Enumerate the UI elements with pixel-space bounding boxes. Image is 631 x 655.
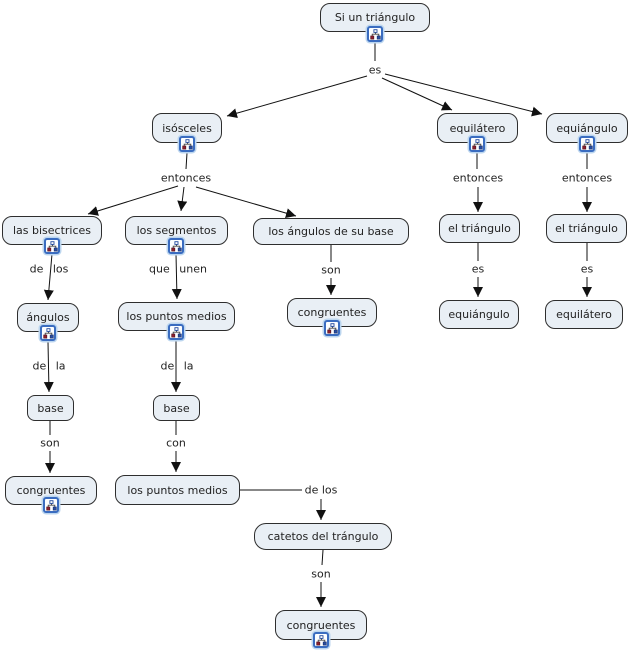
linking-phrase-que-unen[interactable]: que unen — [149, 262, 207, 276]
concept-node-equilatero-2[interactable]: equilátero — [545, 300, 623, 329]
concept-map-resource-icon[interactable] — [43, 497, 59, 513]
concept-node-los-puntos-medios-2[interactable]: los puntos medios — [115, 475, 240, 505]
concept-node-los-angulos-de-su-base[interactable]: los ángulos de su base — [253, 218, 409, 245]
concept-map-resource-icon[interactable] — [579, 136, 595, 152]
linking-phrase-entonces-1[interactable]: entonces — [160, 171, 212, 185]
linking-phrase-con[interactable]: con — [166, 436, 186, 450]
concept-map-resource-icon[interactable] — [179, 136, 195, 152]
linking-phrase-es-1[interactable]: es — [471, 262, 485, 276]
concept-node-el-triangulo-2[interactable]: el triángulo — [546, 214, 627, 243]
concept-node-el-triangulo-1[interactable]: el triángulo — [439, 214, 520, 243]
linking-phrase-es-2[interactable]: es — [580, 262, 594, 276]
concept-node-equiangulo-2[interactable]: equiángulo — [439, 300, 519, 329]
concept-map-resource-icon[interactable] — [324, 320, 340, 336]
concept-map-resource-icon[interactable] — [40, 325, 56, 341]
concept-map-resource-icon[interactable] — [313, 632, 329, 648]
linking-phrase-son-1[interactable]: son — [321, 263, 341, 277]
linking-phrase-de-los-2[interactable]: de los — [304, 483, 338, 497]
concept-map-resource-icon[interactable] — [168, 238, 184, 254]
concept-node-isosceles[interactable]: isósceles — [152, 113, 222, 143]
concept-node-catetos-del-triangulo[interactable]: catetos del trángulo — [254, 523, 392, 550]
linking-phrase-de-los-1[interactable]: de los — [29, 262, 69, 276]
concept-map-resource-icon[interactable] — [168, 324, 184, 340]
concept-node-base-2[interactable]: base — [153, 395, 200, 421]
linking-phrase-entonces-2[interactable]: entonces — [452, 171, 504, 185]
linking-phrase-es-root[interactable]: es — [368, 63, 382, 77]
concept-map-resource-icon[interactable] — [469, 136, 485, 152]
concept-node-equilatero[interactable]: equilátero — [437, 113, 518, 143]
linking-phrase-de-la-1[interactable]: de la — [32, 359, 66, 373]
concept-map-resource-icon[interactable] — [367, 26, 383, 42]
linking-phrase-entonces-3[interactable]: entonces — [561, 171, 613, 185]
concept-node-base-1[interactable]: base — [27, 395, 74, 421]
linking-phrase-de-la-2[interactable]: de la — [160, 359, 194, 373]
concept-map-resource-icon[interactable] — [44, 238, 60, 254]
linking-phrase-son-2[interactable]: son — [40, 436, 60, 450]
linking-phrase-son-3[interactable]: son — [311, 567, 331, 581]
